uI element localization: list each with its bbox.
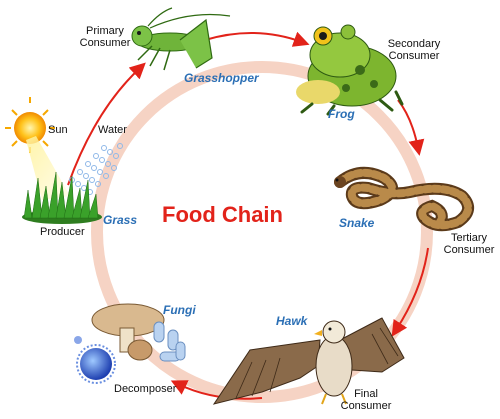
secondary-consumer-line2: Consumer <box>388 50 440 62</box>
grasshopper-icon <box>131 7 231 71</box>
primary-consumer-line1: Primary <box>86 25 124 37</box>
secondary-consumer-label: Secondary Consumer <box>380 38 448 62</box>
hawk-icon <box>212 317 405 405</box>
tertiary-consumer-line1: Tertiary <box>450 232 488 244</box>
arrow-hawk-to-fungi <box>170 380 263 400</box>
organism-snake-name: Snake <box>339 216 375 230</box>
diagram-title: Food Chain <box>162 202 283 227</box>
tertiary-consumer-line2: Consumer <box>443 244 495 256</box>
water-label: Water <box>98 124 127 136</box>
decomposer-label: Decomposer <box>114 383 177 395</box>
fungi-icon <box>74 303 186 384</box>
organism-fungi-name: Fungi <box>163 303 196 317</box>
water-droplets-icon <box>69 143 123 195</box>
cycle-ring <box>91 61 433 403</box>
secondary-consumer-line1: Secondary <box>387 38 441 50</box>
producer-label: Producer <box>40 226 85 238</box>
frog-icon <box>296 24 404 116</box>
organism-hawk-name: Hawk <box>276 314 308 328</box>
organism-grass-name: Grass <box>103 213 138 227</box>
final-consumer-label: Final Consumer <box>336 388 396 412</box>
arrow-grass-to-grasshopper <box>67 62 146 186</box>
sunlight-beam <box>26 136 70 200</box>
snake-icon <box>334 166 474 232</box>
sun-icon <box>5 97 55 153</box>
organism-grasshopper-name: Grasshopper <box>184 71 259 85</box>
final-consumer-line2: Consumer <box>340 400 392 412</box>
tertiary-consumer-label: Tertiary Consumer <box>440 232 498 256</box>
grass-icon <box>22 171 102 224</box>
arrow-snake-to-hawk <box>391 247 429 337</box>
arrow-grasshopper-to-frog <box>204 31 310 47</box>
final-consumer-line1: Final <box>354 388 378 400</box>
primary-consumer-line2: Consumer <box>79 37 131 49</box>
organism-frog-name: Frog <box>328 107 355 121</box>
primary-consumer-label: Primary Consumer <box>72 25 138 49</box>
sun-label: Sun <box>48 124 68 136</box>
